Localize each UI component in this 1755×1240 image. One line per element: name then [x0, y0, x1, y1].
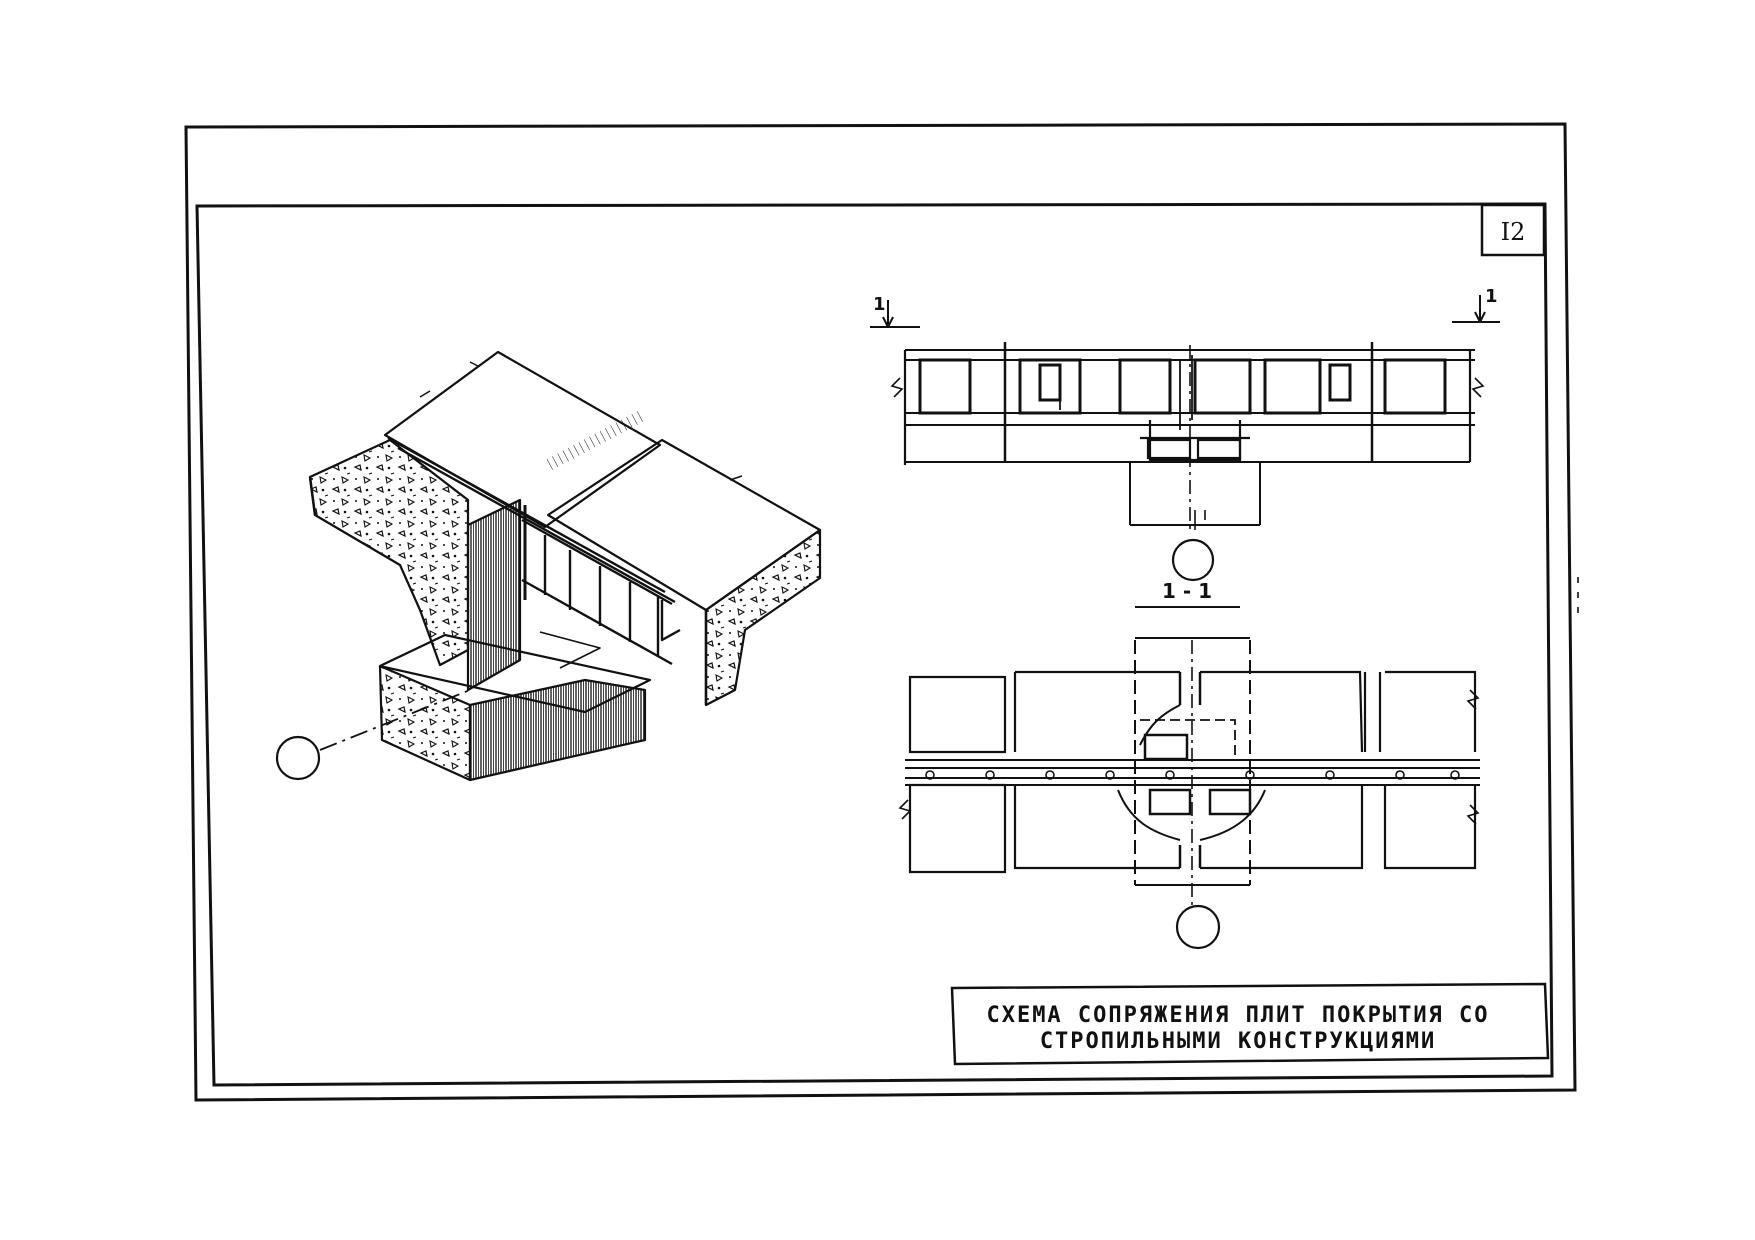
isometric-view	[275, 350, 822, 782]
sheet-number: I2	[1501, 218, 1526, 246]
axis-marker-iso	[275, 735, 321, 781]
slab-right-face	[704, 528, 822, 707]
section-marker-right: 1	[1452, 286, 1500, 323]
title-line-1: СХЕМА СОПРЯЖЕНИЯ ПЛИТ ПОКРЫТИЯ СО	[986, 1003, 1489, 1028]
axis-marker-plan	[1175, 904, 1221, 950]
section-marker-left: 1	[870, 294, 920, 328]
slab-left-section	[308, 438, 470, 667]
reinforcement-cage	[387, 436, 681, 666]
plan-view	[898, 637, 1480, 950]
axis-marker-elevation	[1171, 538, 1215, 582]
lower-beam-side	[468, 678, 647, 782]
bolt-row	[925, 770, 1460, 780]
section-marker-right-label: 1	[1485, 286, 1498, 307]
section-marker-left-label: 1	[873, 294, 886, 315]
axis-line-iso	[319, 689, 471, 751]
outer-frame	[184, 122, 1577, 1102]
sheet-number-box: I2	[1480, 203, 1546, 257]
title-line-2: СТРОПИЛЬНЫМИ КОНСТРУКЦИЯМИ	[1040, 1029, 1436, 1054]
title-block: СХЕМА СОПРЯЖЕНИЯ ПЛИТ ПОКРЫТИЯ СО СТРОПИ…	[950, 982, 1550, 1066]
section-label: 1 - 1	[1162, 579, 1212, 603]
beam-web	[466, 498, 522, 692]
elevation-view: 1 1	[870, 286, 1500, 608]
